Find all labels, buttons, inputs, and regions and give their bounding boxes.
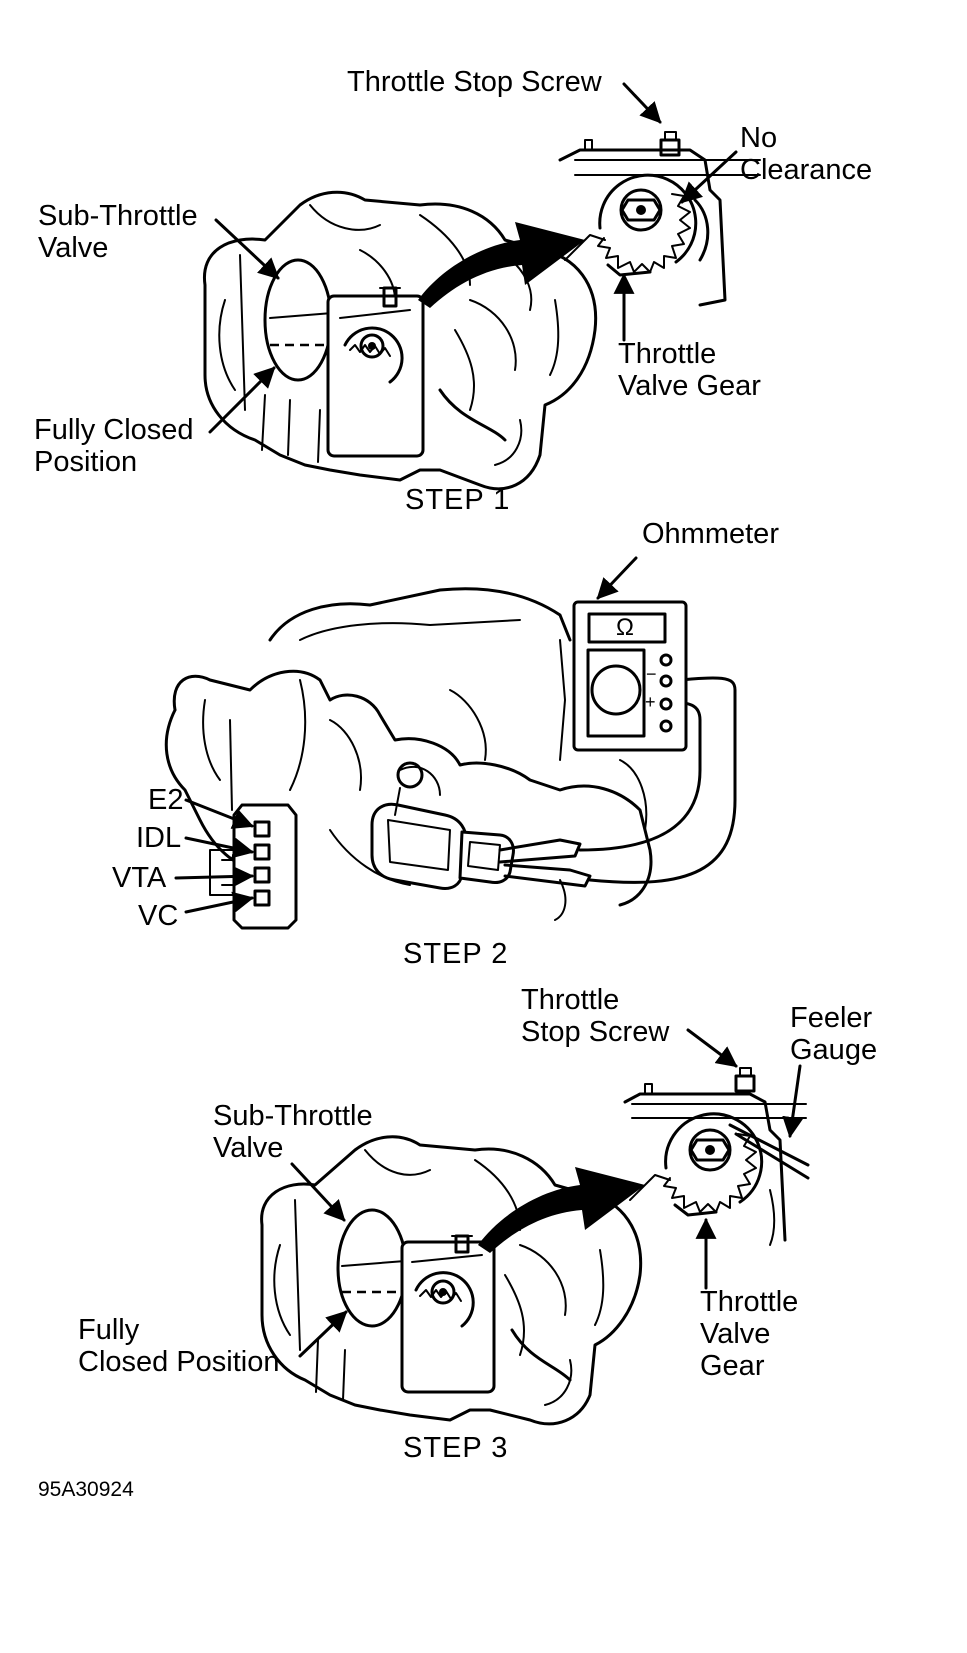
- step3-throttle-valve-gear-line1: Throttle: [700, 1286, 799, 1318]
- step1-throttle-body-drawing: [202, 190, 598, 491]
- terminal-vc-label: VC: [138, 900, 179, 932]
- step1-fully-closed-position-label: Fully Closed Position: [34, 414, 194, 478]
- step2-caption: STEP 2: [403, 938, 509, 970]
- step3-throttle-valve-gear-label: Throttle Valve Gear: [700, 1286, 798, 1382]
- step3-sub-throttle-valve-label: Sub-Throttle Valve: [213, 1100, 373, 1164]
- step1-throttle-valve-gear-line1: Throttle: [618, 338, 717, 370]
- step1-gear-detail-drawing: [558, 131, 761, 307]
- terminal-idl-label: IDL: [136, 822, 182, 854]
- step1-no-clearance-line2: Clearance: [740, 154, 873, 186]
- step3-throttle-body-drawing: [260, 1135, 643, 1426]
- step3-magnify-arrow: [478, 1167, 645, 1253]
- step1-magnify-arrow: [418, 222, 585, 308]
- step3-feeler-gauge-line2: Gauge: [790, 1034, 878, 1066]
- step3-sub-throttle-valve-line1: Sub-Throttle: [213, 1100, 373, 1132]
- ohmmeter-device: [572, 600, 688, 752]
- step1-fully-closed-position-line1: Fully Closed: [34, 414, 194, 446]
- step1-fully-closed-position-line2: Position: [34, 446, 138, 478]
- step3-feeler-gauge-line1: Feeler: [790, 1002, 873, 1034]
- step3-fully-closed-position-label: Fully Closed Position: [78, 1314, 280, 1378]
- step1-no-clearance-label: No Clearance: [740, 122, 872, 186]
- step3-throttle-valve-gear-line3: Gear: [700, 1350, 765, 1382]
- step3-throttle-stop-screw-line2: Stop Screw: [521, 1016, 670, 1048]
- ohmmeter-display-symbol: Ω: [616, 614, 634, 641]
- step1-throttle-valve-gear-label: Throttle Valve Gear: [618, 338, 761, 402]
- step3-sub-throttle-valve-line2: Valve: [213, 1132, 284, 1164]
- ohmmeter-minus-terminal-label: −: [646, 664, 657, 684]
- step1-throttle-valve-gear-line2: Valve Gear: [618, 370, 761, 402]
- ohmmeter-plus-terminal-label: +: [645, 692, 656, 712]
- step3-fully-closed-position-line2: Closed Position: [78, 1346, 280, 1378]
- step1-sub-throttle-valve-line2: Valve: [38, 232, 109, 264]
- step2-connector-drawing: [209, 803, 298, 930]
- terminal-vta-label: VTA: [112, 862, 167, 894]
- step2-callout-lines: [174, 556, 638, 914]
- step2-engine-drawing: [164, 587, 737, 921]
- step3-gear-detail-drawing: [623, 1067, 810, 1246]
- step1-throttle-stop-screw-label: Throttle Stop Screw: [347, 66, 602, 98]
- terminal-e2-label: E2: [148, 784, 184, 816]
- step3-throttle-stop-screw-line1: Throttle: [521, 984, 620, 1016]
- step3-caption: STEP 3: [403, 1432, 509, 1464]
- step1-sub-throttle-valve-label: Sub-Throttle Valve: [38, 200, 198, 264]
- step3-throttle-stop-screw-label: Throttle Stop Screw: [521, 984, 669, 1048]
- ohmmeter-label: Ohmmeter: [642, 518, 779, 550]
- step1-caption: STEP 1: [405, 484, 511, 516]
- step1-sub-throttle-valve-line1: Sub-Throttle: [38, 200, 198, 232]
- step3-feeler-gauge-label: Feeler Gauge: [790, 1002, 877, 1066]
- step3-throttle-valve-gear-line2: Valve: [700, 1318, 771, 1350]
- step3-callout-lines: [290, 1028, 804, 1358]
- figure-id: 95A30924: [38, 1478, 134, 1501]
- step1-no-clearance-line1: No: [740, 122, 778, 154]
- step1-callout-lines: [208, 82, 738, 434]
- step3-fully-closed-position-line1: Fully: [78, 1314, 140, 1346]
